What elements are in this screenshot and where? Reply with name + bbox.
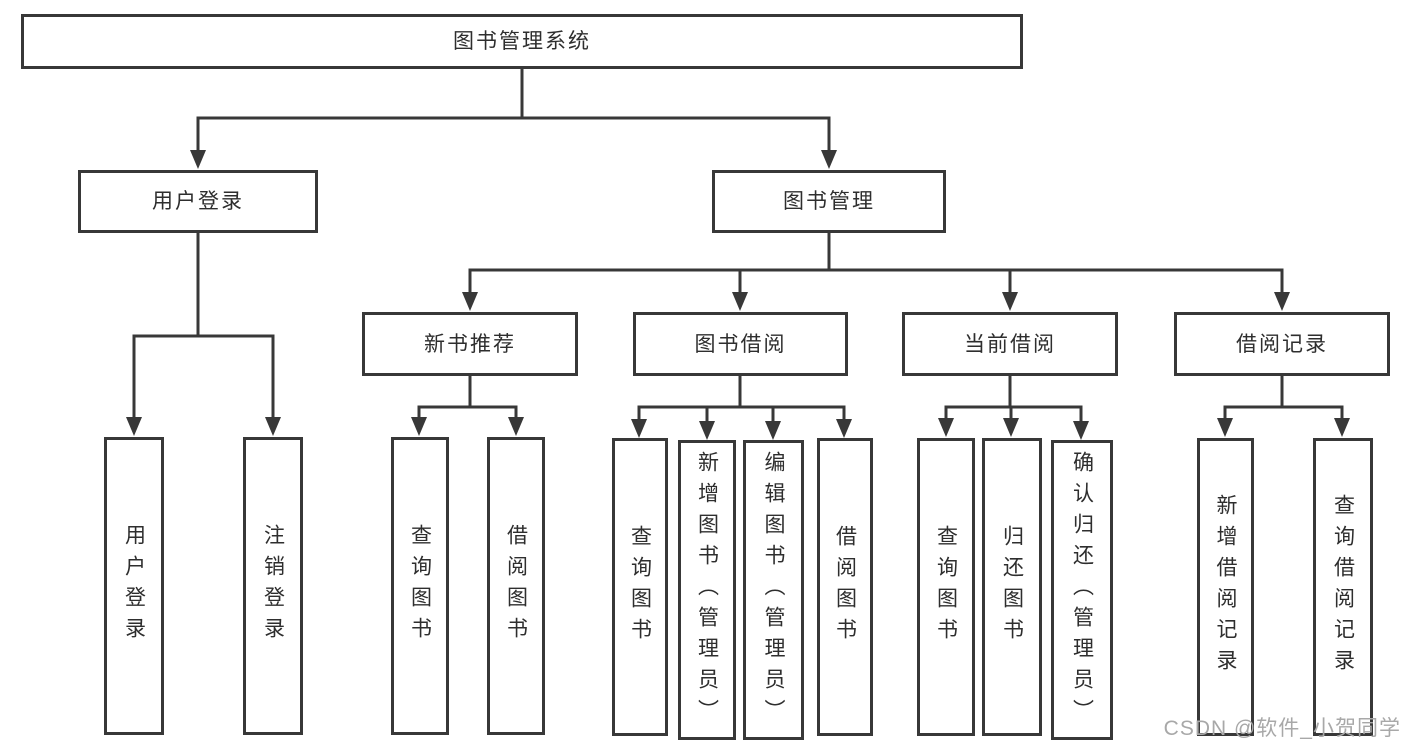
leaf-query-books-recommend: 查询图书 [391,437,449,735]
node-book-borrowing: 图书借阅 [633,312,848,376]
leaf-query-books-borrow: 查询图书 [612,438,668,736]
csdn-watermark: CSDN @软件_小贺同学 [1163,717,1401,740]
leaf-label: 借阅图书 [504,524,528,648]
leaf-add-borrow-record: 新增借阅记录 [1197,438,1254,736]
leaf-edit-books-admin: 编辑图书（管理员） [743,440,804,740]
node-user-login: 用户登录 [78,170,318,233]
leaf-confirm-return-admin: 确认归还（管理员） [1051,440,1113,740]
leaf-label: 借阅图书 [833,525,857,649]
node-book-management: 图书管理 [712,170,946,233]
leaf-label: 编辑图书（管理员） [762,450,785,730]
leaf-query-books-current: 查询图书 [917,438,975,736]
node-root-system: 图书管理系统 [21,14,1023,69]
node-new-book-recommendation: 新书推荐 [362,312,578,376]
leaf-label: 查询图书 [628,525,652,649]
leaf-return-books: 归还图书 [982,438,1042,736]
leaf-label: 用户登录 [122,524,146,648]
leaf-label: 注销登录 [261,524,285,648]
leaf-label: 查询借阅记录 [1331,494,1355,680]
leaf-label: 确认归还（管理员） [1070,450,1094,730]
node-current-borrowing: 当前借阅 [902,312,1118,376]
leaf-query-borrow-record: 查询借阅记录 [1313,438,1373,736]
leaf-user-login: 用户登录 [104,437,164,735]
leaf-add-books-admin: 新增图书（管理员） [678,440,736,740]
leaf-label: 新增借阅记录 [1214,494,1237,680]
leaf-label: 查询图书 [934,525,958,649]
leaf-borrow-books-recommend: 借阅图书 [487,437,545,735]
leaf-borrow-books: 借阅图书 [817,438,873,736]
node-borrowing-records: 借阅记录 [1174,312,1390,376]
leaf-logout: 注销登录 [243,437,303,735]
leaf-label: 查询图书 [408,524,432,648]
leaf-label: 新增图书（管理员） [695,450,719,730]
leaf-label: 归还图书 [1000,525,1024,649]
